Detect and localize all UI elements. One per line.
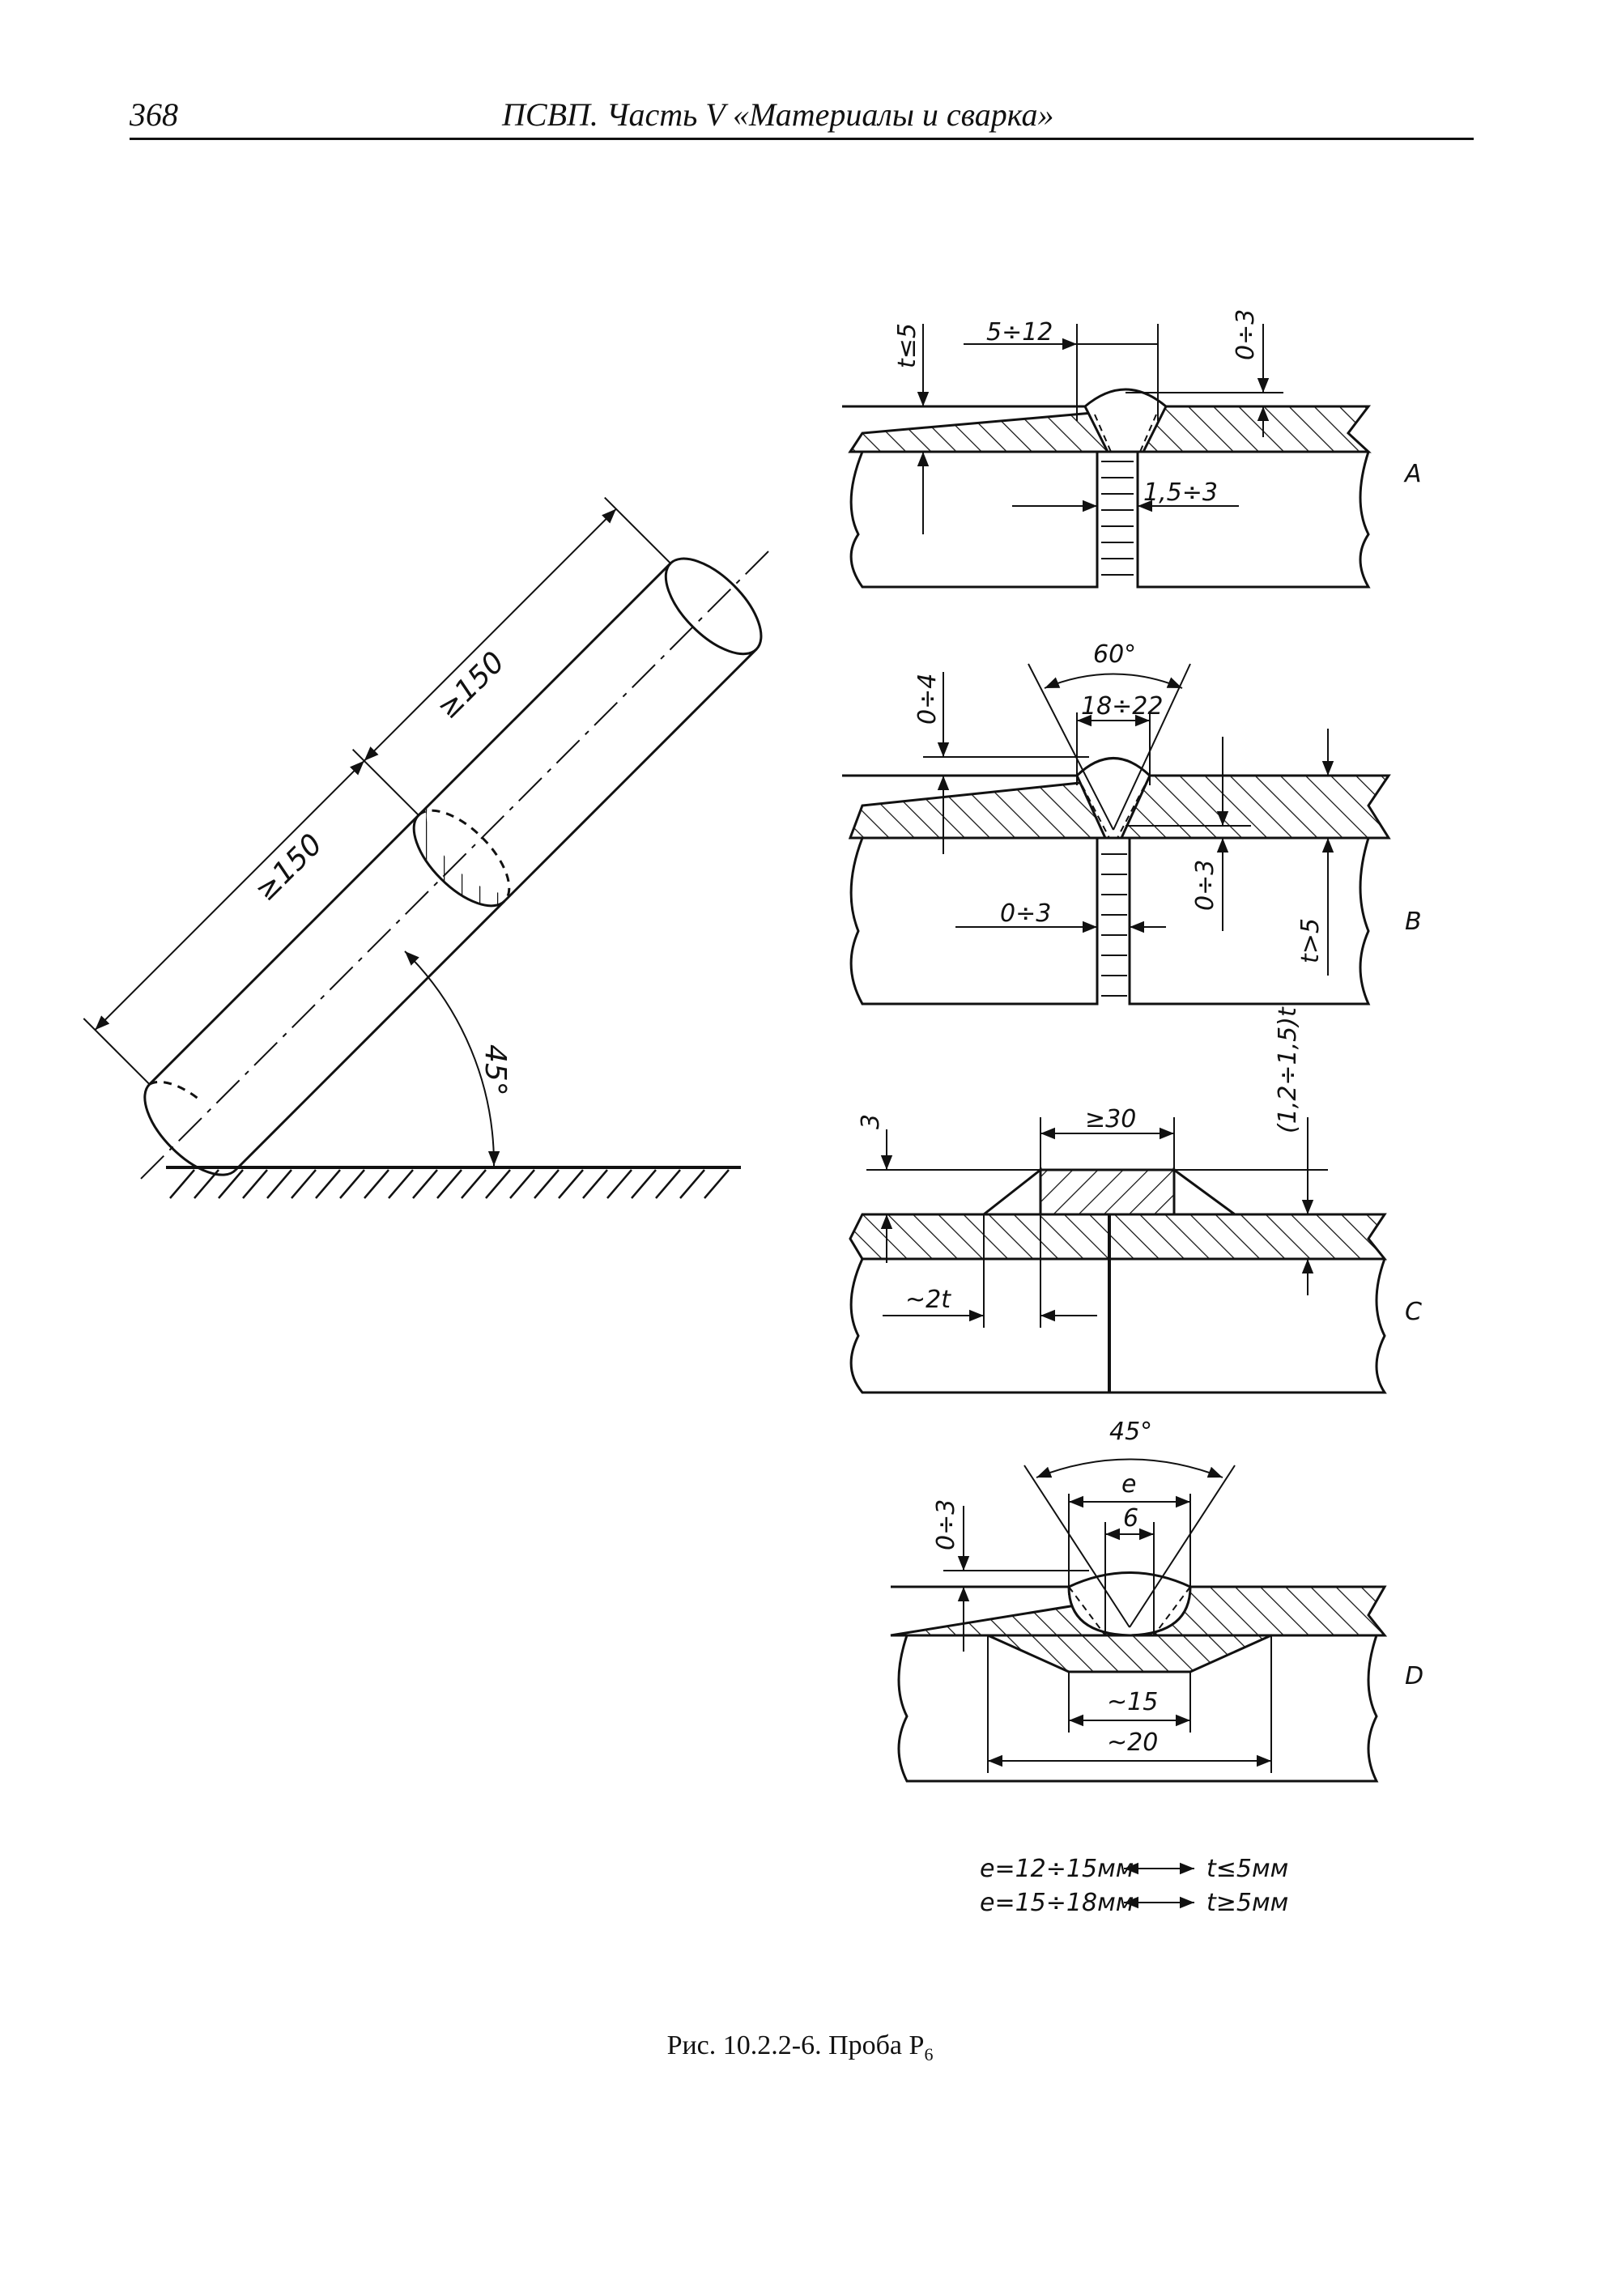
d-dim-w15: ~15 bbox=[1107, 1688, 1158, 1716]
d-dim-angle: 45° bbox=[1109, 1418, 1152, 1446]
b-dim-t: t>5 bbox=[1296, 918, 1325, 963]
ground-hatch bbox=[169, 1169, 730, 1199]
d-dim-w20: ~20 bbox=[1107, 1728, 1158, 1757]
caption-text: Рис. 10.2.2-6. Проба Р bbox=[666, 2030, 925, 2060]
page-number: 368 bbox=[130, 96, 178, 133]
d-label: D bbox=[1405, 1662, 1423, 1690]
b-label: B bbox=[1405, 908, 1422, 936]
c-dim-three: 3 bbox=[857, 1114, 885, 1129]
note-1-right: t≤5мм bbox=[1206, 1855, 1288, 1883]
angle-arc bbox=[404, 950, 500, 1167]
pipe-view bbox=[83, 496, 772, 1199]
running-header-title: ПСВП. Часть V «Материалы и сварка» bbox=[502, 96, 1054, 133]
pipe-dim-lower: ≥150 bbox=[249, 827, 329, 908]
a-dim-width: 5÷12 bbox=[986, 318, 1053, 347]
header-rule bbox=[130, 138, 1474, 140]
c-dim-overlap: ≥30 bbox=[1085, 1105, 1136, 1133]
detail-d bbox=[890, 1458, 1388, 1783]
notes: e=12÷15мм t≤5мм e=15÷18мм t≥5мм bbox=[980, 1855, 1288, 1917]
pipe-angle-label: 45° bbox=[479, 1044, 512, 1096]
b-dim-root: 0÷3 bbox=[1191, 860, 1219, 911]
detail-a bbox=[842, 324, 1372, 589]
note-1-left: e=12÷15мм bbox=[980, 1855, 1134, 1883]
a-dim-reinforcement: 0÷3 bbox=[1232, 309, 1260, 360]
note-2-left: e=15÷18мм bbox=[980, 1889, 1134, 1917]
c-dim-edge: ~2t bbox=[905, 1286, 951, 1314]
c-label: C bbox=[1405, 1298, 1422, 1326]
c-dim-fillet: (1,2÷1,5)t bbox=[1274, 1006, 1302, 1133]
b-dim-gap: 0÷3 bbox=[1000, 899, 1051, 928]
a-dim-gap: 1,5÷3 bbox=[1143, 478, 1218, 507]
b-dim-top: 0÷4 bbox=[913, 674, 942, 725]
caption-subscript: 6 bbox=[924, 2043, 934, 2064]
d-dim-six: 6 bbox=[1123, 1504, 1138, 1533]
note-2-right: t≥5мм bbox=[1206, 1889, 1288, 1917]
a-label: A bbox=[1403, 460, 1422, 488]
a-dim-t: t≤5 bbox=[893, 323, 921, 368]
figure-caption: Рис. 10.2.2-6. Проба Р6 bbox=[0, 2030, 1600, 2065]
d-dim-top: 0÷3 bbox=[932, 1499, 960, 1550]
b-dim-width: 18÷22 bbox=[1081, 692, 1163, 721]
detail-c bbox=[849, 1117, 1388, 1394]
pipe-dim-upper: ≥150 bbox=[431, 645, 511, 725]
b-dim-angle: 60° bbox=[1093, 640, 1136, 669]
pipe-body bbox=[83, 496, 772, 1180]
d-dim-e: e bbox=[1121, 1470, 1136, 1499]
detail-b bbox=[842, 663, 1391, 1006]
